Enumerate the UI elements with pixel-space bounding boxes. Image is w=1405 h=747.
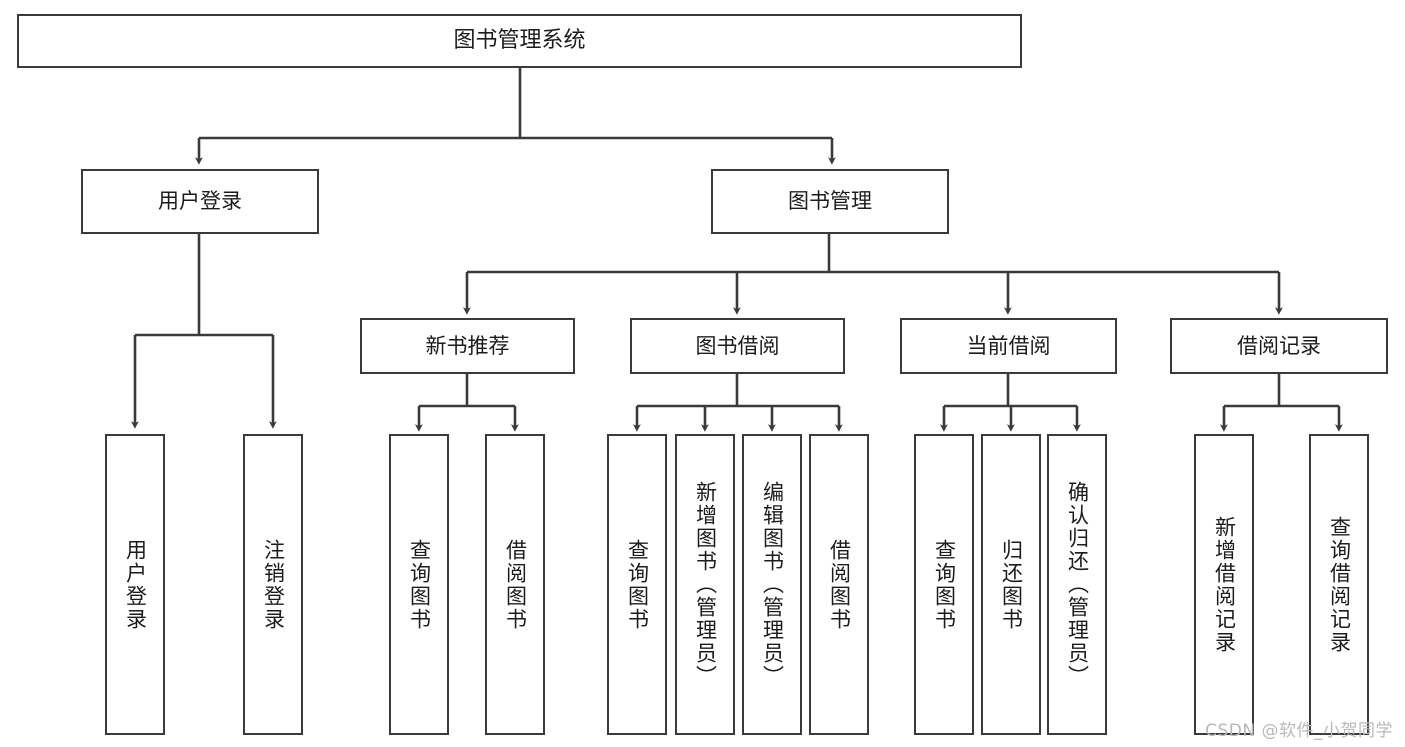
node-user-login-label: 用户登录 bbox=[158, 189, 242, 214]
node-new-book-rec-label: 新书推荐 bbox=[425, 333, 510, 358]
node-leaf-borrow-book-1[interactable]: 借阅图书 bbox=[485, 434, 545, 735]
node-leaf-user-logout-label: 注销登录 bbox=[261, 538, 286, 631]
node-user-login[interactable]: 用户登录 bbox=[81, 169, 319, 234]
node-book-manage[interactable]: 图书管理 bbox=[711, 169, 949, 234]
node-book-manage-label: 图书管理 bbox=[788, 189, 872, 214]
node-leaf-add-borrow-record-label: 新增借阅记录 bbox=[1212, 515, 1237, 654]
node-leaf-borrow-book-2[interactable]: 借阅图书 bbox=[809, 434, 869, 735]
node-leaf-user-login-label: 用户登录 bbox=[123, 538, 148, 631]
node-borrow-record[interactable]: 借阅记录 bbox=[1170, 318, 1388, 374]
node-leaf-borrow-book-1-label: 借阅图书 bbox=[503, 538, 528, 631]
watermark: CSDN @软件_小贺同学 bbox=[1205, 721, 1393, 741]
node-book-borrow-label: 图书借阅 bbox=[695, 333, 780, 358]
node-leaf-query-book-3[interactable]: 查询图书 bbox=[914, 434, 974, 735]
node-leaf-query-book-1-label: 查询图书 bbox=[407, 538, 432, 631]
node-leaf-user-login[interactable]: 用户登录 bbox=[105, 434, 165, 735]
node-root[interactable]: 图书管理系统 bbox=[17, 14, 1022, 68]
node-book-borrow[interactable]: 图书借阅 bbox=[630, 318, 845, 374]
node-leaf-add-book-admin[interactable]: 新增图书（管理员） bbox=[675, 434, 735, 735]
node-leaf-query-book-2-label: 查询图书 bbox=[625, 538, 650, 631]
node-leaf-confirm-return-admin[interactable]: 确认归还（管理员） bbox=[1047, 434, 1107, 735]
node-leaf-borrow-book-2-label: 借阅图书 bbox=[827, 538, 852, 631]
node-leaf-query-borrow-record[interactable]: 查询借阅记录 bbox=[1309, 434, 1369, 735]
node-current-borrow-label: 当前借阅 bbox=[966, 333, 1051, 358]
node-new-book-rec[interactable]: 新书推荐 bbox=[360, 318, 575, 374]
node-leaf-user-logout[interactable]: 注销登录 bbox=[243, 434, 303, 735]
node-leaf-query-book-3-label: 查询图书 bbox=[932, 538, 957, 631]
node-borrow-record-label: 借阅记录 bbox=[1237, 333, 1321, 358]
node-current-borrow[interactable]: 当前借阅 bbox=[900, 318, 1117, 374]
node-leaf-add-book-admin-label: 新增图书（管理员） bbox=[693, 481, 718, 688]
node-leaf-add-borrow-record[interactable]: 新增借阅记录 bbox=[1194, 434, 1254, 735]
node-leaf-confirm-return-admin-label: 确认归还（管理员） bbox=[1065, 481, 1090, 688]
node-leaf-query-borrow-record-label: 查询借阅记录 bbox=[1327, 515, 1352, 654]
node-leaf-edit-book-admin[interactable]: 编辑图书（管理员） bbox=[742, 434, 802, 735]
node-leaf-query-book-2[interactable]: 查询图书 bbox=[607, 434, 667, 735]
node-leaf-return-book[interactable]: 归还图书 bbox=[981, 434, 1041, 735]
node-leaf-return-book-label: 归还图书 bbox=[999, 538, 1024, 631]
node-root-label: 图书管理系统 bbox=[453, 28, 586, 54]
node-leaf-query-book-1[interactable]: 查询图书 bbox=[389, 434, 449, 735]
node-leaf-edit-book-admin-label: 编辑图书（管理员） bbox=[760, 481, 785, 688]
